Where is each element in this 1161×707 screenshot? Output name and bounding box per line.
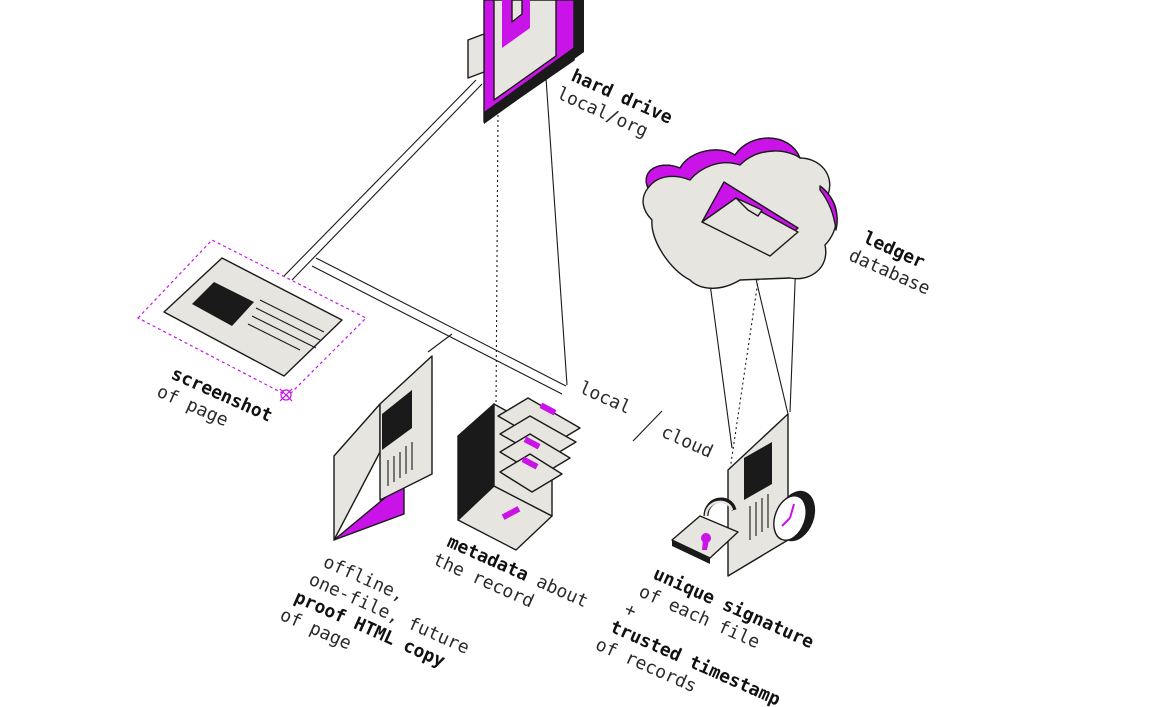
divider-local: local (576, 377, 634, 418)
crosshair-icon (279, 388, 293, 402)
svg-text:+: + (621, 599, 640, 623)
screenshot-icon (137, 239, 368, 397)
svg-text:local: local (576, 377, 634, 418)
label-local-cloud: local cloud (576, 377, 716, 462)
signature-plus: + (621, 599, 640, 623)
hard-drive-icon (467, 0, 584, 124)
label-screenshot: screenshot of page (154, 363, 276, 431)
label-ledger: ledger database (846, 227, 934, 299)
folder-icon (701, 181, 799, 257)
label-hard-drive: hard drive local/org (554, 65, 676, 142)
divider-cloud: cloud (658, 421, 716, 462)
label-signature: unique signature of each file + trusted … (592, 563, 817, 707)
svg-text:cloud: cloud (658, 421, 716, 462)
html-document-icon (333, 355, 433, 541)
metadata-title-rest: about (523, 567, 591, 613)
padlock-icon (671, 497, 739, 564)
connector-lines (283, 77, 798, 471)
file-cabinet-icon (457, 397, 581, 551)
clock-icon (773, 490, 816, 542)
document-icon (727, 413, 789, 577)
